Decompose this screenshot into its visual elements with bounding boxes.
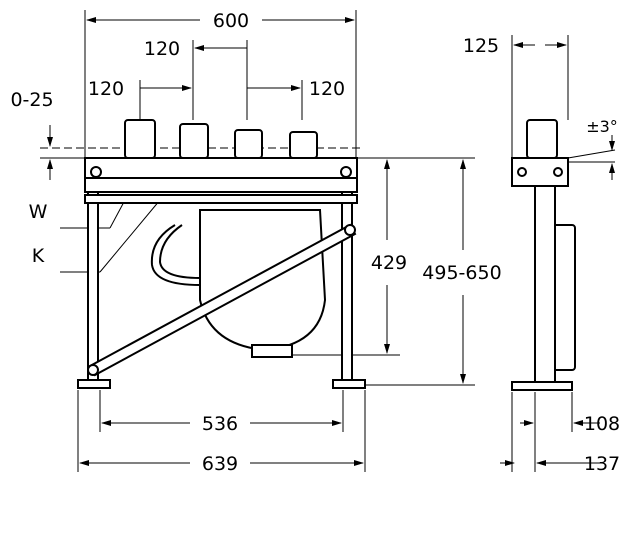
dimension-labels: 600 120 120 120 0-25 W K 429 495-650 536… bbox=[10, 10, 620, 475]
dim-120-left: 120 bbox=[88, 78, 124, 100]
dim-429: 429 bbox=[371, 252, 407, 274]
cross-bar bbox=[84, 194, 358, 204]
bracket-rail bbox=[84, 177, 358, 193]
dim-137: 137 bbox=[584, 453, 620, 475]
dim-108: 108 bbox=[584, 413, 620, 435]
connector-4 bbox=[289, 131, 318, 159]
side-connector bbox=[526, 119, 558, 159]
dim-0-25: 0-25 bbox=[10, 89, 53, 111]
side-foot bbox=[511, 381, 573, 391]
label-w: W bbox=[29, 201, 48, 223]
dimension-lines bbox=[47, 17, 466, 466]
dim-639: 639 bbox=[202, 453, 238, 475]
dim-120-center: 120 bbox=[144, 38, 180, 60]
hose bbox=[150, 224, 201, 286]
valve bbox=[251, 344, 293, 358]
leg-left bbox=[87, 179, 99, 381]
dim-536: 536 bbox=[202, 413, 238, 435]
frame-front-view bbox=[77, 119, 366, 389]
dim-tilt: ±3° bbox=[586, 117, 618, 136]
frame-side-view bbox=[500, 35, 616, 472]
dim-125: 125 bbox=[463, 35, 499, 57]
side-column bbox=[534, 184, 556, 386]
dim-120-right: 120 bbox=[309, 78, 345, 100]
connector-3 bbox=[234, 129, 263, 159]
connector-2 bbox=[179, 123, 209, 159]
foot-left bbox=[77, 379, 111, 389]
leg-right bbox=[341, 179, 353, 381]
label-k: K bbox=[32, 245, 45, 267]
top-plate bbox=[84, 157, 358, 179]
dim-495-650: 495-650 bbox=[422, 262, 501, 284]
connector-1 bbox=[124, 119, 156, 159]
foot-right bbox=[332, 379, 366, 389]
dim-600: 600 bbox=[213, 10, 249, 32]
